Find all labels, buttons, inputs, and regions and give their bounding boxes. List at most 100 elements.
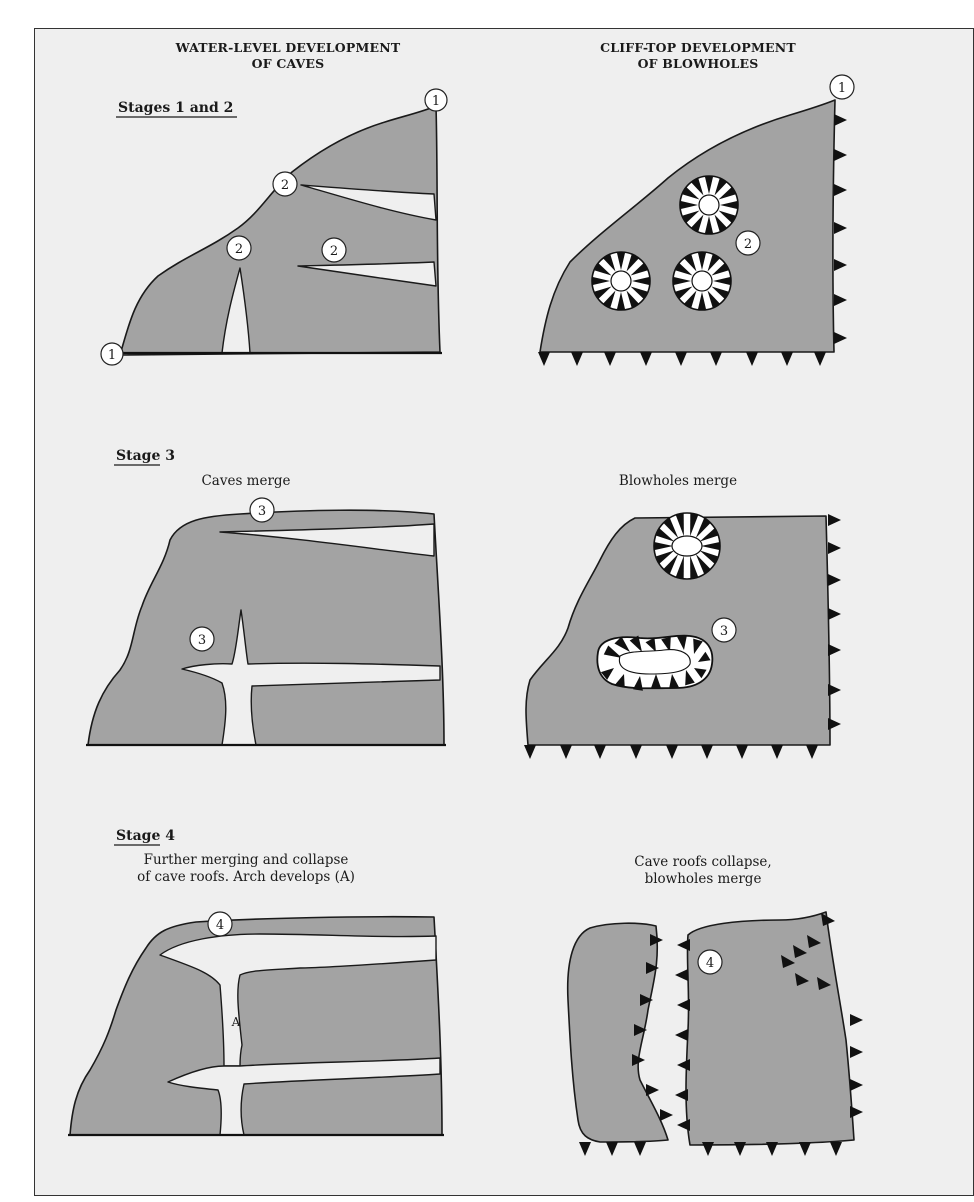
blowhole-left xyxy=(592,252,650,310)
cliff-tick xyxy=(675,352,687,366)
stage-4-right-caption-line1: Cave roofs collapse, xyxy=(634,854,771,870)
cliff-tick xyxy=(560,745,572,759)
svg-text:1: 1 xyxy=(108,348,116,363)
cliff-edge-ticks-right xyxy=(834,114,847,344)
svg-text:2: 2 xyxy=(744,237,752,252)
blowhole-upper-stage-3 xyxy=(654,513,720,579)
cliff-tick xyxy=(677,939,690,951)
cliff-tick xyxy=(524,745,536,759)
cliff-tick xyxy=(834,259,847,271)
cliff-tick xyxy=(710,352,722,366)
cliff-tick xyxy=(799,1142,811,1156)
cliff-tick xyxy=(701,745,713,759)
cliff-tick xyxy=(594,745,606,759)
cliff-tick xyxy=(834,149,847,161)
blowhole-right xyxy=(673,252,731,310)
cliff-tick xyxy=(850,1079,863,1091)
stage-4-left-caption-line1: Further merging and collapse xyxy=(144,852,349,868)
marker-2-lower-cave: 2 xyxy=(322,238,346,262)
cliff-tick xyxy=(677,1119,690,1131)
cliff-tick xyxy=(828,608,841,620)
stage-4-right-caption-line2: blowholes merge xyxy=(645,871,762,887)
marker-2-vertical: 2 xyxy=(227,236,251,260)
marker-4-blowhole: 4 xyxy=(698,950,722,974)
cliff-tick xyxy=(766,1142,778,1156)
cliff-tick xyxy=(806,745,818,759)
cliff-tick xyxy=(746,352,758,366)
svg-text:3: 3 xyxy=(198,633,206,648)
blowholes-stage-3-diagram: 3 xyxy=(524,513,841,759)
cliff-tick xyxy=(828,718,841,730)
right-column-heading-line1: CLIFF-TOP DEVELOPMENT xyxy=(600,40,796,55)
cliff-tick xyxy=(850,1014,863,1026)
caves-merge-caption: Caves merge xyxy=(201,473,290,489)
svg-text:3: 3 xyxy=(258,504,266,519)
marker-1-cliff: 1 xyxy=(830,75,854,99)
left-column-heading-line2: OF CAVES xyxy=(252,56,325,71)
svg-text:4: 4 xyxy=(706,956,714,971)
cliff-tick xyxy=(675,969,688,981)
svg-text:2: 2 xyxy=(281,178,289,193)
blowhole-centre xyxy=(699,195,719,215)
cliff-tick xyxy=(850,1046,863,1058)
headland-rock xyxy=(120,106,440,355)
cliff-tick xyxy=(538,352,550,366)
cliff-tick xyxy=(675,1029,688,1041)
cliff-tick xyxy=(646,1084,659,1096)
marker-4-cave: 4 xyxy=(208,912,232,936)
cliff-tick xyxy=(781,352,793,366)
cliff-tick xyxy=(702,1142,714,1156)
cliff-tick xyxy=(834,222,847,234)
cliff-tick xyxy=(660,1109,673,1121)
marker-3-upper: 3 xyxy=(250,498,274,522)
cliff-tick xyxy=(677,1059,690,1071)
marker-3-cross: 3 xyxy=(190,627,214,651)
cliff-tick xyxy=(630,745,642,759)
svg-text:1: 1 xyxy=(432,94,440,109)
cliff-tick xyxy=(771,745,783,759)
cliff-top-rock xyxy=(540,100,835,352)
cliff-edge-ticks-bottom xyxy=(538,352,826,366)
merged-blowhole xyxy=(597,635,712,690)
cliff-tick xyxy=(606,1142,618,1156)
cliff-tick xyxy=(834,184,847,196)
svg-text:3: 3 xyxy=(720,624,728,639)
blowhole-centre xyxy=(692,271,712,291)
cliff-tick xyxy=(634,1142,646,1156)
cliff-tick xyxy=(830,1142,842,1156)
cliff-tick xyxy=(571,352,583,366)
stage-1-2-label: Stages 1 and 2 xyxy=(118,100,233,116)
cliff-tick xyxy=(640,352,652,366)
svg-text:2: 2 xyxy=(235,242,243,257)
blowhole-centre xyxy=(611,271,631,291)
stage-3-label: Stage 3 xyxy=(116,448,175,464)
caves-stage-4-diagram: 4 A xyxy=(68,912,444,1135)
svg-text:4: 4 xyxy=(216,918,224,933)
cliff-tick xyxy=(850,1106,863,1118)
blowholes-stage-1-2-diagram: 1 2 xyxy=(538,75,854,366)
cliff-tick xyxy=(834,332,847,344)
cliff-tick xyxy=(828,514,841,526)
cliff-tick xyxy=(828,644,841,656)
cliff-tick xyxy=(675,1089,688,1101)
caves-stage-3-diagram: 3 3 xyxy=(86,498,446,745)
cliff-tick xyxy=(604,352,616,366)
marker-1-lower: 1 xyxy=(101,343,123,365)
cliff-tick xyxy=(734,1142,746,1156)
stage-4-left-caption-line2: of cave roofs. Arch develops (A) xyxy=(137,869,355,885)
caves-stage-1-2-diagram: 1 1 2 2 2 xyxy=(101,89,447,365)
marker-2-upper-cave: 2 xyxy=(273,172,297,196)
blowholes-stage-4-diagram: 4 xyxy=(568,912,863,1156)
cliff-tick xyxy=(828,574,841,586)
blowholes-merge-caption: Blowholes merge xyxy=(619,473,737,489)
arch-label: A xyxy=(231,1015,241,1029)
cliff-tick xyxy=(579,1142,591,1156)
marker-3-blowhole: 3 xyxy=(712,618,736,642)
cliff-tick xyxy=(834,294,847,306)
cliff-edge-ticks-bottom-stage-3 xyxy=(524,745,818,759)
cliff-tick xyxy=(828,684,841,696)
cliff-tick xyxy=(828,542,841,554)
cliff-tick xyxy=(834,114,847,126)
stage-4-label: Stage 4 xyxy=(116,828,175,844)
